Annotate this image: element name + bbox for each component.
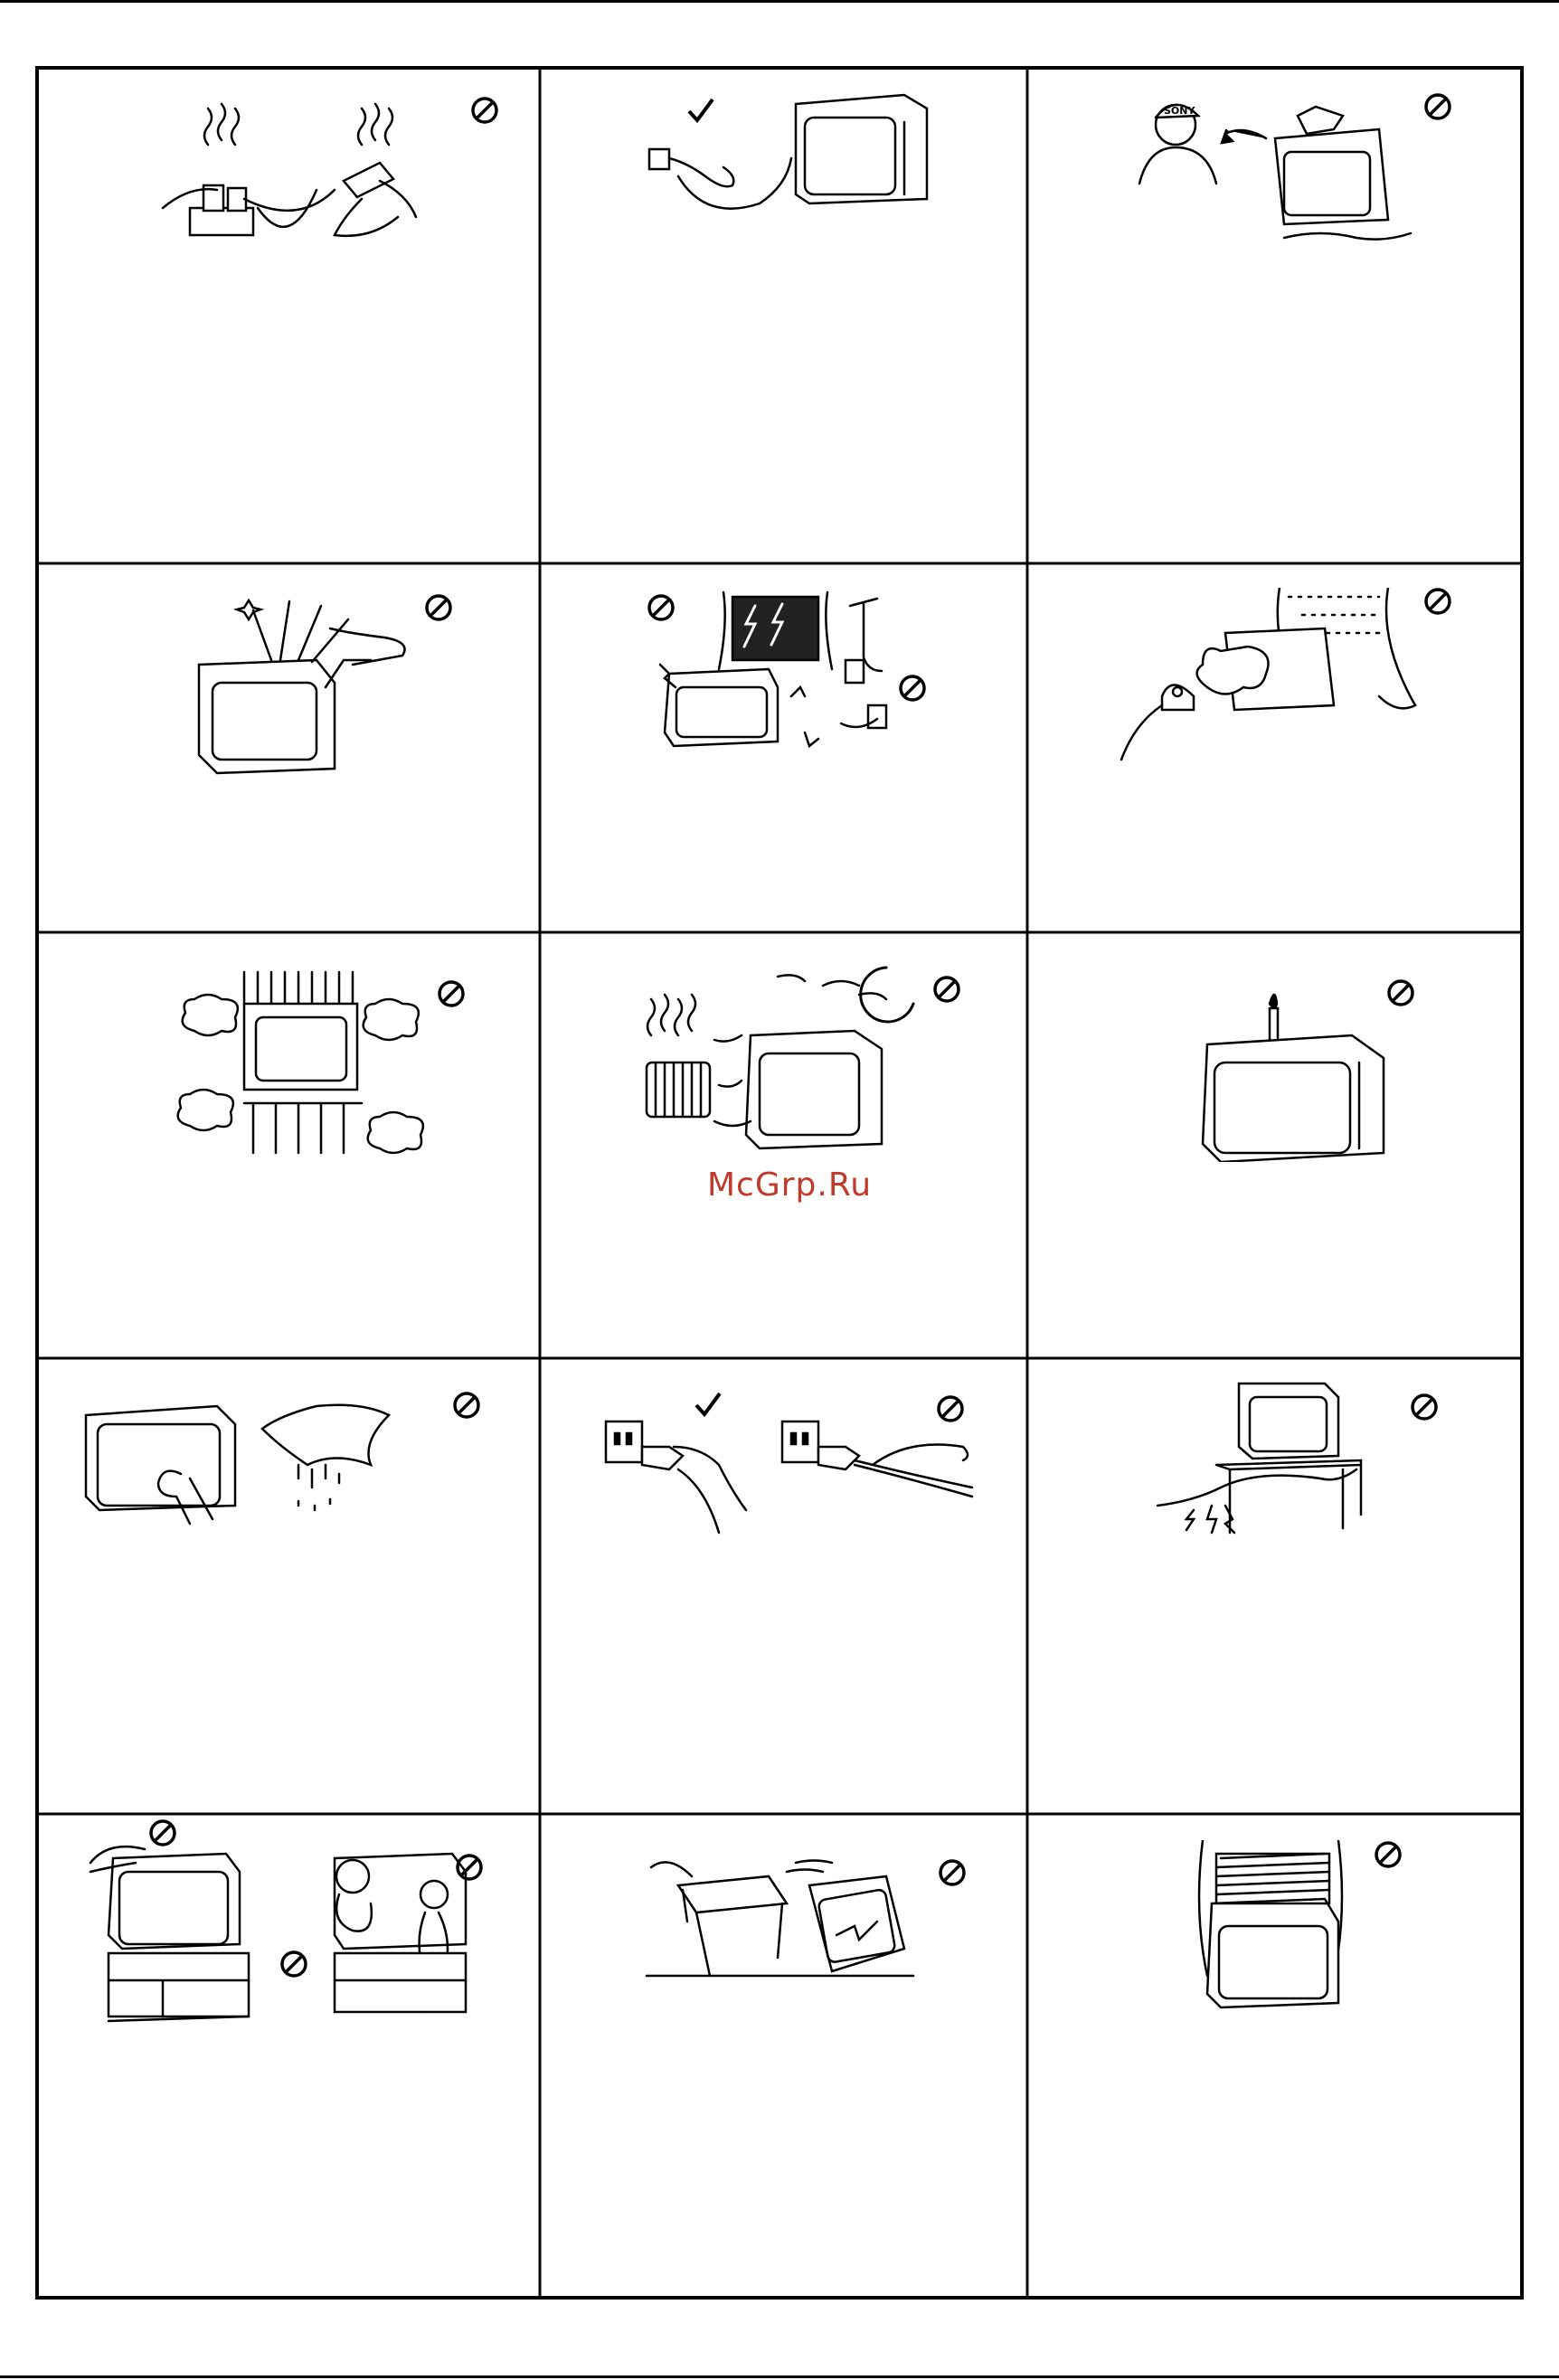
panel-objects-in-openings-illustration [190, 597, 425, 778]
panel-unplug-cord-illustration [633, 86, 931, 240]
panel-cover-on-top-illustration [1194, 1840, 1356, 2012]
panel-falling-tv-illustration [642, 1849, 922, 1985]
prohibited-icon [147, 1818, 178, 1848]
watermark: McGrp.Ru [694, 1166, 884, 1204]
check-icon [685, 96, 716, 127]
panel-candle-on-top-illustration [1198, 981, 1393, 1162]
prohibited-icon [1409, 1392, 1440, 1422]
panel-heat-sunlight-illustration [633, 959, 922, 1153]
prohibited-icon [423, 592, 454, 623]
panel-moisture-rain-illustration [1108, 588, 1433, 769]
prohibited-icon [436, 978, 467, 1009]
prohibited-icon [937, 1857, 968, 1888]
prohibited-icon [451, 1390, 482, 1421]
panel-damaged-cord-illustration [1148, 1379, 1365, 1542]
prohibited-icon [454, 1852, 485, 1883]
service-cap-logo: SONY [1164, 105, 1195, 117]
prohibited-icon [1373, 1839, 1403, 1870]
prohibited-icon [279, 1949, 309, 1979]
prohibited-icon [935, 1393, 966, 1424]
prohibited-icon [646, 592, 676, 623]
panel-unstable-stand-illustration [81, 1827, 497, 2026]
panel-pull-by-plug-illustration [601, 1411, 981, 1546]
panel-overloaded-outlets-illustration [154, 99, 425, 262]
prohibited-icon [469, 95, 500, 126]
prohibited-icon [931, 974, 962, 1005]
prohibited-icon [1422, 586, 1453, 617]
panel-call-service-illustration: SONY [1130, 89, 1429, 242]
prohibited-icon [1422, 91, 1453, 122]
check-icon [693, 1390, 723, 1421]
panel-wet-cleaning-illustration [81, 1393, 407, 1528]
prohibited-icon [897, 673, 928, 704]
prohibited-icon [1385, 978, 1416, 1008]
panel-blocked-ventilation-illustration [176, 968, 430, 1157]
